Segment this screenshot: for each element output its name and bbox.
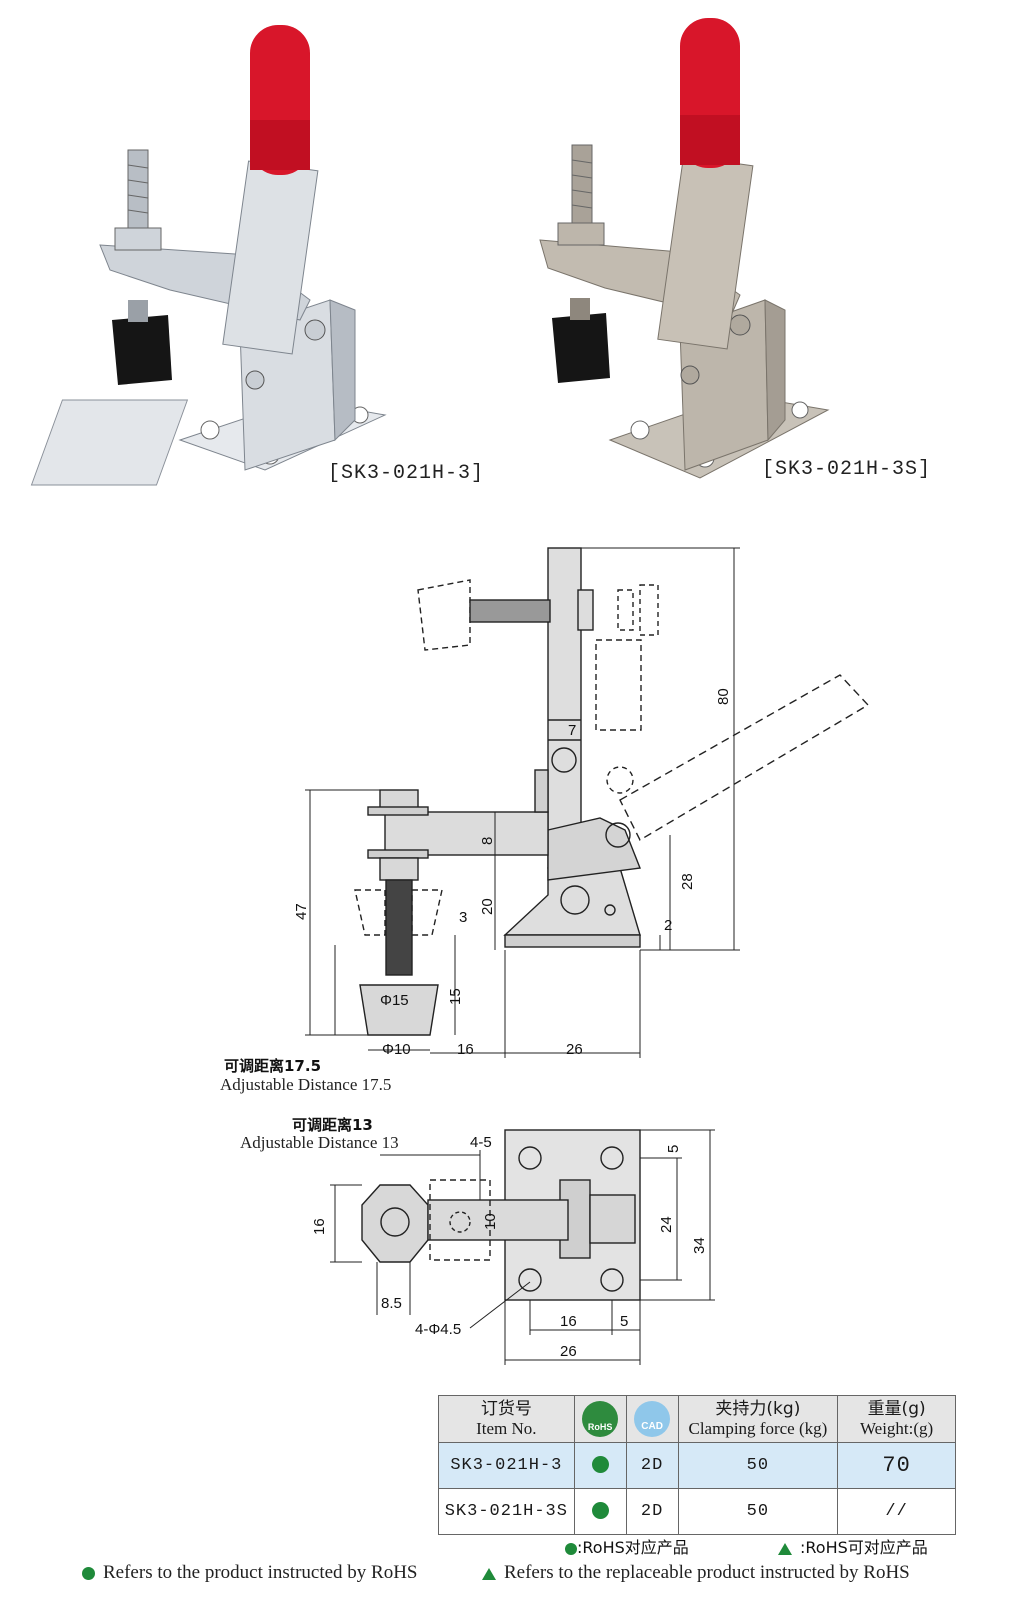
- spec-table: 订货号 Item No. RoHS CAD 夹持力(kg) Clamping f…: [438, 1395, 956, 1535]
- dim-10: 10: [482, 1213, 499, 1230]
- legend-rohs-dot: :RoHS对应产品: [565, 1534, 689, 1558]
- green-triangle-icon: [482, 1567, 496, 1580]
- dim-16-bottom: 16: [560, 1313, 577, 1330]
- green-dot-icon: [82, 1567, 95, 1581]
- table-header-row: 订货号 Item No. RoHS CAD 夹持力(kg) Clamping f…: [438, 1395, 956, 1443]
- cell-cad: 2D: [625, 1488, 679, 1535]
- table-row: SK3-021H-3S 2D 50 //: [438, 1488, 956, 1535]
- rohs-icon: RoHS: [582, 1401, 619, 1437]
- header-rohs: RoHS: [573, 1395, 627, 1443]
- cell-force: 50: [677, 1488, 839, 1535]
- top-adjustable-en: Adjustable Distance 13: [240, 1133, 399, 1152]
- clamp-photo-zinc: [30, 25, 387, 486]
- dim-16-top: 16: [311, 1218, 328, 1235]
- dim-phi15: Φ15: [380, 992, 409, 1009]
- rohs-dot-icon: [591, 1456, 609, 1474]
- product-caption-1: [SK3-021H-3]: [328, 462, 485, 485]
- side-adjustable-en: Adjustable Distance 17.5: [220, 1075, 392, 1094]
- header-cad: CAD: [625, 1395, 679, 1443]
- rohs-dot-icon: [591, 1502, 609, 1520]
- dim-4-5: 4-5: [470, 1134, 492, 1151]
- clamp-photo-stainless: [539, 18, 830, 479]
- product-caption-2: [SK3-021H-3S]: [762, 458, 932, 481]
- cell-cad: 2D: [625, 1442, 679, 1489]
- cell-weight: 70: [837, 1442, 956, 1489]
- cad-icon: CAD: [634, 1401, 671, 1437]
- green-dot-icon: [565, 1542, 577, 1555]
- header-clamping-force: 夹持力(kg) Clamping force (kg): [677, 1395, 839, 1443]
- side-adjustable-cn: 可调距离17.5: [224, 1057, 322, 1075]
- dim-5-top: 5: [665, 1145, 682, 1153]
- cell-force: 50: [677, 1442, 839, 1489]
- green-triangle-icon: [778, 1542, 792, 1555]
- dim-28: 28: [679, 873, 696, 890]
- cell-item: SK3-021H-3: [438, 1442, 575, 1489]
- dim-4-phi4-5: 4-Φ4.5: [415, 1321, 461, 1338]
- dim-20: 20: [479, 898, 496, 915]
- top-adjustable-cn: 可调距离13: [292, 1116, 373, 1134]
- dim-5-bottom: 5: [620, 1313, 628, 1330]
- dim-8-5: 8.5: [381, 1295, 402, 1312]
- dim-47: 47: [293, 903, 310, 920]
- table-row: SK3-021H-3 2D 50 70: [438, 1442, 956, 1489]
- dim-26-bottom: 26: [560, 1343, 577, 1360]
- dim-2: 2: [664, 917, 672, 934]
- dim-16: 16: [457, 1041, 474, 1058]
- dim-34: 34: [691, 1237, 708, 1254]
- cell-item: SK3-021H-3S: [438, 1488, 575, 1535]
- footer-rohs-dot: Refers to the product instructed by RoHS: [82, 1562, 418, 1584]
- cell-rohs: [573, 1442, 627, 1489]
- dim-3: 3: [459, 909, 467, 926]
- cell-weight: //: [837, 1488, 956, 1535]
- dim-15: 15: [447, 988, 464, 1005]
- footer-rohs-triangle: Refers to the replaceable product instru…: [482, 1562, 910, 1584]
- legend-rohs-triangle: :RoHS可对应产品: [778, 1534, 928, 1558]
- dim-80: 80: [715, 688, 732, 705]
- dim-26: 26: [566, 1041, 583, 1058]
- dim-24: 24: [658, 1216, 675, 1233]
- dim-8: 8: [479, 837, 496, 845]
- dim-phi10: Φ10: [382, 1041, 411, 1058]
- header-weight: 重量(g) Weight:(g): [837, 1395, 956, 1443]
- product-photos: [30, 18, 830, 486]
- dim-7: 7: [568, 722, 576, 739]
- cell-rohs: [573, 1488, 627, 1535]
- header-item-no: 订货号 Item No.: [438, 1395, 575, 1443]
